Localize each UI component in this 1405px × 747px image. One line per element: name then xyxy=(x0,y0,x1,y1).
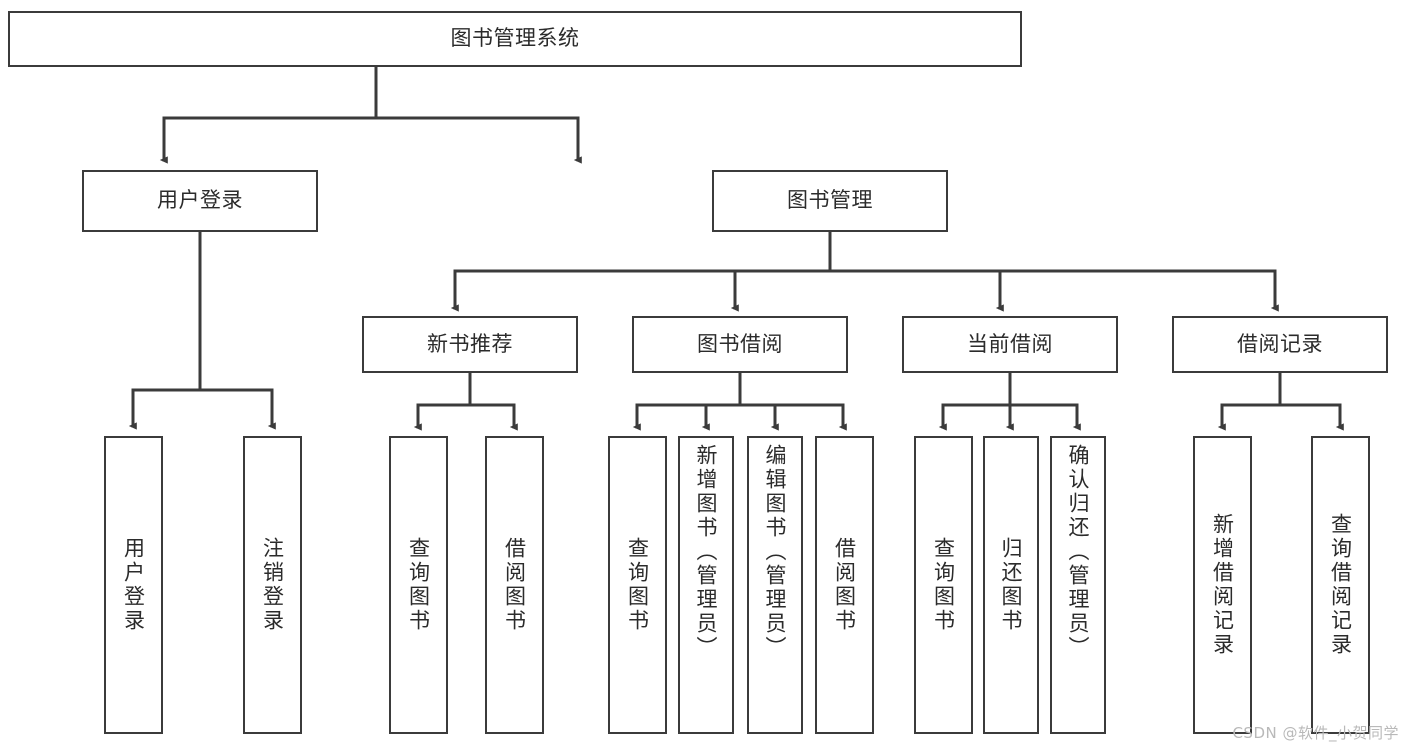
node-user-login-label: 用户登录 xyxy=(157,188,243,213)
node-leaf-borrow-book-2[interactable]: 借阅图书 xyxy=(815,436,874,734)
node-leaf-return-book-label: 归还图书 xyxy=(999,537,1023,633)
csdn-watermark: CSDN @软件_小贺同学 xyxy=(1232,724,1399,742)
node-leaf-confirm-return[interactable]: 确认归还（管理员） xyxy=(1050,436,1106,734)
node-borrow-record-label: 借阅记录 xyxy=(1237,331,1323,356)
node-leaf-query-book-3-label: 查询图书 xyxy=(931,537,956,633)
node-root-label: 图书管理系统 xyxy=(450,26,580,51)
node-leaf-logout-label: 注销登录 xyxy=(260,537,285,633)
node-book-management[interactable]: 图书管理 xyxy=(712,170,948,232)
node-leaf-borrow-book-1-label: 借阅图书 xyxy=(502,537,527,633)
node-leaf-edit-book[interactable]: 编辑图书（管理员） xyxy=(747,436,803,734)
node-current-borrow-label: 当前借阅 xyxy=(967,331,1053,356)
node-leaf-borrow-book-1[interactable]: 借阅图书 xyxy=(485,436,544,734)
node-book-borrow[interactable]: 图书借阅 xyxy=(632,316,848,373)
node-leaf-user-login-label: 用户登录 xyxy=(121,537,146,633)
node-leaf-return-book[interactable]: 归还图书 xyxy=(983,436,1039,734)
node-new-book-recommend[interactable]: 新书推荐 xyxy=(362,316,578,373)
node-leaf-add-book-label: 新增图书（管理员） xyxy=(694,444,718,660)
node-book-management-label: 图书管理 xyxy=(787,188,873,213)
node-leaf-borrow-book-2-label: 借阅图书 xyxy=(832,537,857,633)
node-leaf-query-book-3[interactable]: 查询图书 xyxy=(914,436,973,734)
node-leaf-edit-book-label: 编辑图书（管理员） xyxy=(763,444,787,660)
node-leaf-query-record[interactable]: 查询借阅记录 xyxy=(1311,436,1370,734)
node-leaf-query-book-2-label: 查询图书 xyxy=(625,537,650,633)
node-book-borrow-label: 图书借阅 xyxy=(697,331,783,356)
node-leaf-add-record[interactable]: 新增借阅记录 xyxy=(1193,436,1252,734)
node-leaf-add-book[interactable]: 新增图书（管理员） xyxy=(678,436,734,734)
node-root[interactable]: 图书管理系统 xyxy=(8,11,1022,67)
node-leaf-confirm-return-label: 确认归还（管理员） xyxy=(1066,444,1090,660)
node-leaf-logout[interactable]: 注销登录 xyxy=(243,436,302,734)
node-current-borrow[interactable]: 当前借阅 xyxy=(902,316,1118,373)
node-leaf-add-record-label: 新增借阅记录 xyxy=(1210,513,1235,657)
node-leaf-query-record-label: 查询借阅记录 xyxy=(1328,513,1353,657)
node-leaf-query-book-1[interactable]: 查询图书 xyxy=(389,436,448,734)
node-leaf-query-book-1-label: 查询图书 xyxy=(406,537,431,633)
node-user-login[interactable]: 用户登录 xyxy=(82,170,318,232)
node-leaf-query-book-2[interactable]: 查询图书 xyxy=(608,436,667,734)
node-borrow-record[interactable]: 借阅记录 xyxy=(1172,316,1388,373)
node-leaf-user-login[interactable]: 用户登录 xyxy=(104,436,163,734)
node-new-book-recommend-label: 新书推荐 xyxy=(427,331,513,356)
